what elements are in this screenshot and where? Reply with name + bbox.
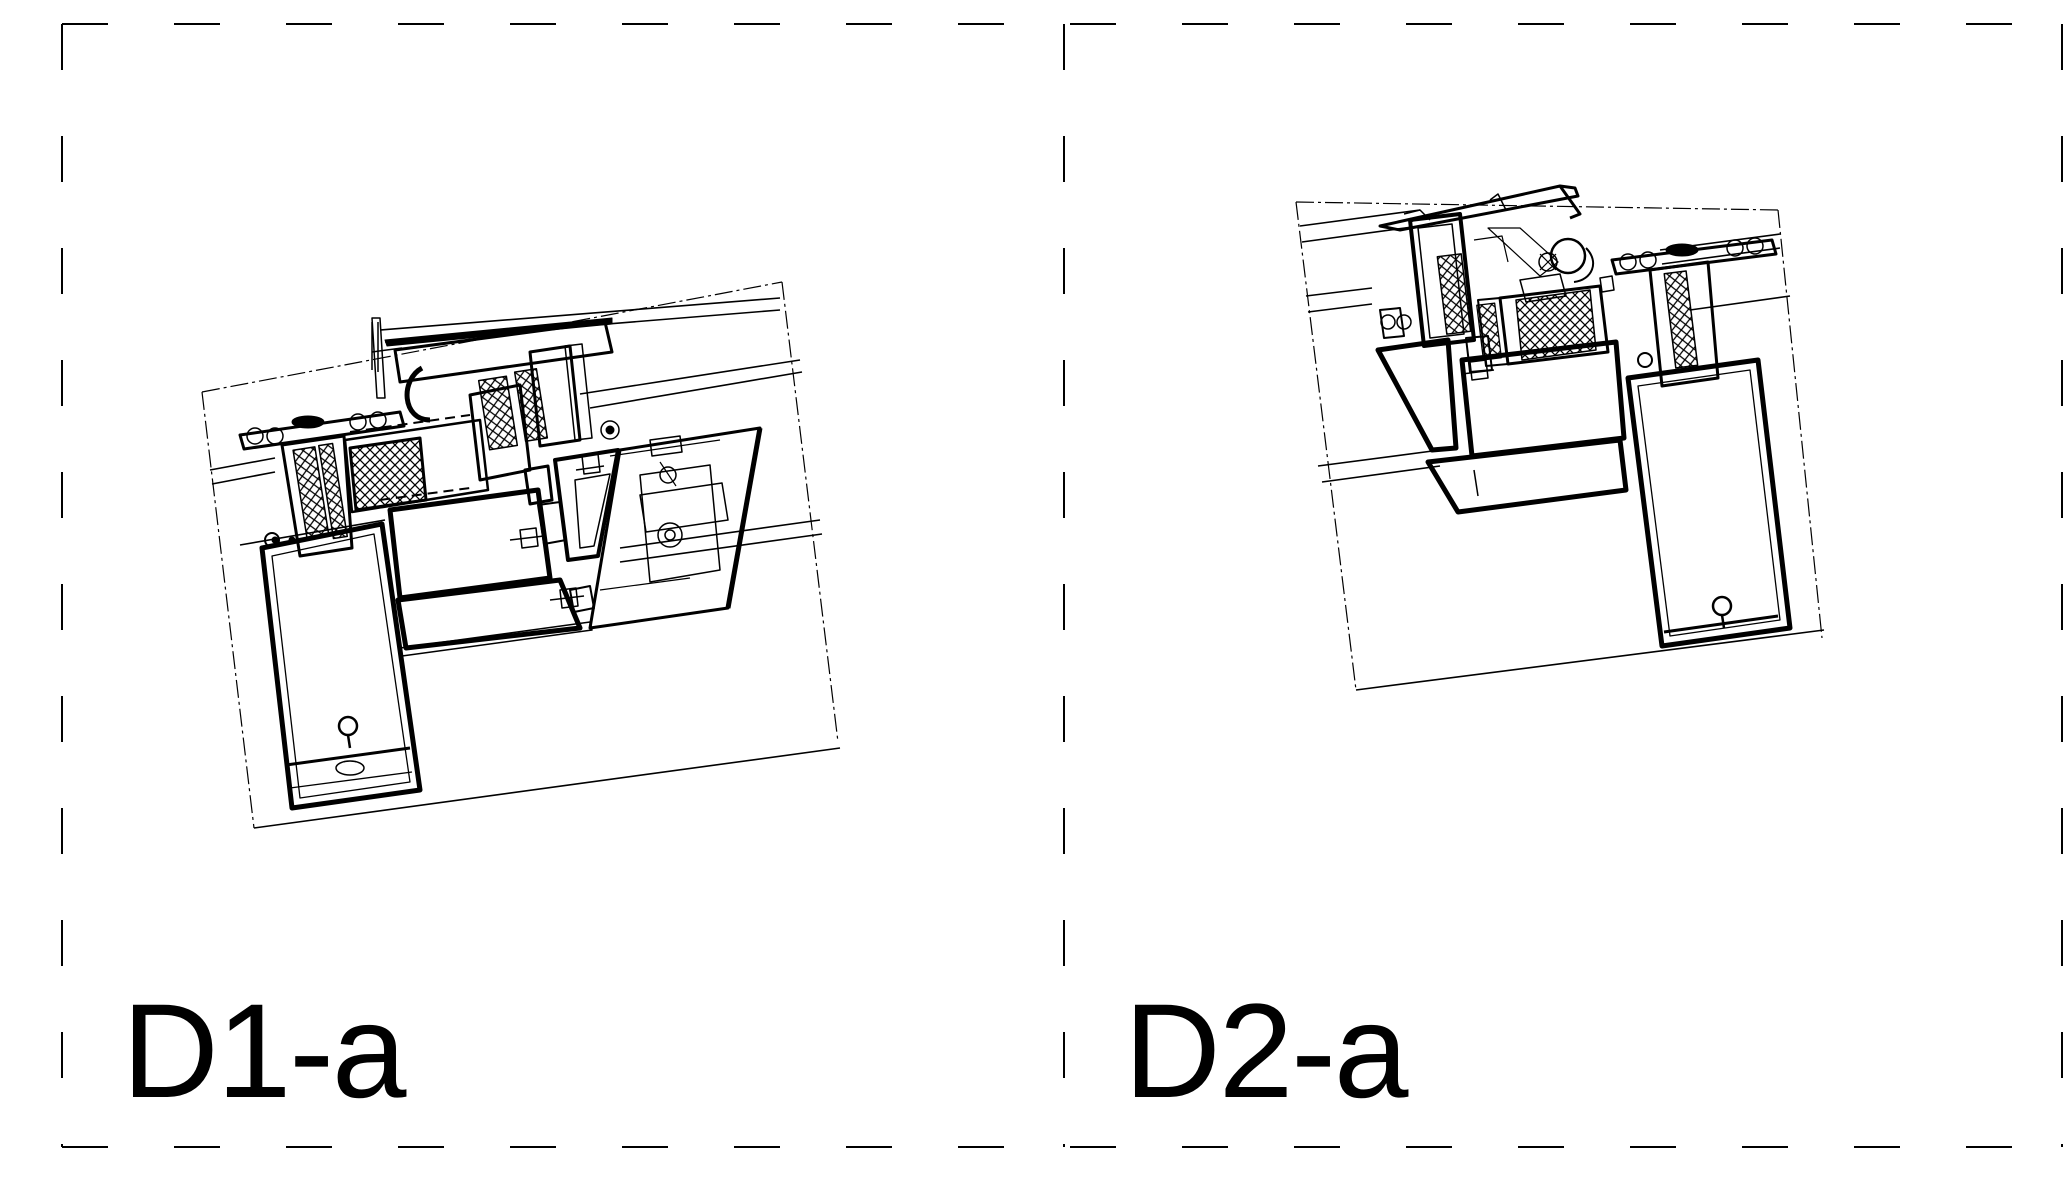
d2a-angled-wedge [1375, 337, 1459, 453]
d1a-angled-bracket [553, 426, 763, 630]
d2a-mullion [1625, 357, 1793, 649]
d1a-hinge-block [599, 435, 729, 591]
d1a-mullion-head [238, 410, 406, 558]
d2a-skew-lines [1299, 209, 1825, 691]
d2a-lower-frame [1425, 339, 1629, 515]
sheet-frame [61, 23, 2069, 1148]
d2a-vent-sash [1379, 212, 1493, 373]
d1a-insulation-panel [343, 418, 490, 514]
detail-d2a-drawing [1295, 184, 1825, 691]
d2a-mullion-head [1610, 237, 1778, 388]
d2a-hinge-mechanism [1473, 227, 1595, 303]
detail-label-d2a: D2-a [1124, 977, 1408, 1126]
d2a-screw-fixings [1461, 275, 1615, 381]
d1a-top-cap [371, 317, 613, 372]
d2a-insulation-panel [1476, 284, 1610, 367]
detail-label-d1a: D1-a [122, 977, 406, 1126]
detail-d1a-drawing [201, 281, 841, 829]
d1a-screw-fixings [509, 453, 605, 609]
d2a-boundary-lines [1295, 201, 1823, 691]
d2a-top-flashing [1378, 184, 1582, 232]
